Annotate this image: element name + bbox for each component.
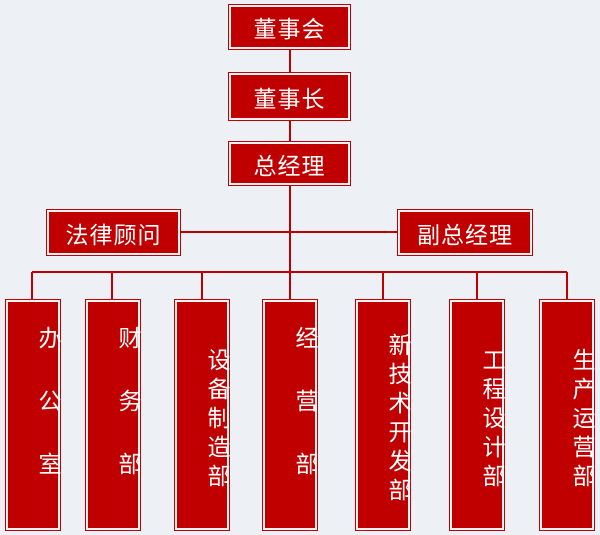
node-vice-general-manager: 副总经理	[398, 210, 532, 255]
node-dept-finance: 财务部	[86, 300, 140, 530]
node-dept-new-tech-development: 新技术开发部	[356, 300, 410, 530]
node-board: 董事会	[229, 5, 350, 49]
node-dept-equipment-manufacturing: 设备制造部	[175, 300, 229, 530]
node-dept-production-operations: 生产运营部	[540, 300, 594, 530]
node-chairman: 董事长	[229, 73, 350, 120]
node-legal-advisor: 法律顾问	[47, 210, 180, 255]
node-dept-operations-business: 经营部	[263, 300, 317, 530]
node-general-manager: 总经理	[229, 142, 350, 185]
node-dept-office: 办公室	[6, 300, 60, 530]
node-dept-engineering-design: 工程设计部	[450, 300, 504, 530]
